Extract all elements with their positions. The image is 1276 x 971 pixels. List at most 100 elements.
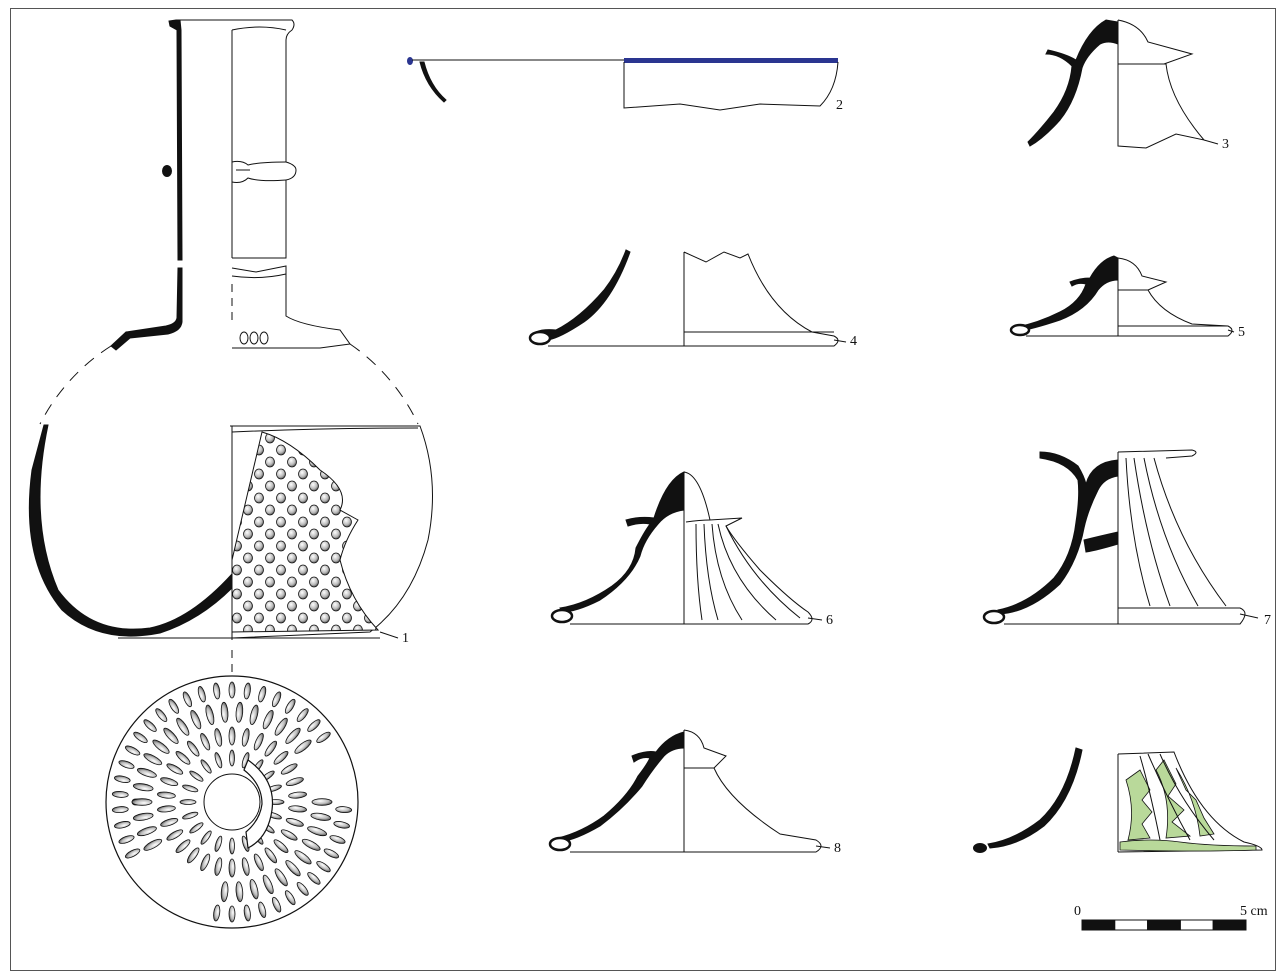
rosette-cell [214,857,223,876]
vessel-7 [982,449,1246,625]
vessel-7-profile-upper [997,451,1119,615]
rosette-cell [249,879,259,900]
rosette-cell [296,708,309,722]
rosette-cell [197,686,206,703]
vessel-3 [1027,19,1206,149]
vessel-1-body-profile [28,424,233,637]
vessel-7-profile-lower [1083,531,1119,553]
rosette-cell [175,839,191,854]
scale-bar-segment [1081,919,1116,931]
rosette-cell [262,874,274,895]
rosette-cell [111,790,129,798]
scale-bar-segment [1212,919,1247,931]
rosette-cell [241,728,250,747]
vessel-6 [550,471,813,625]
rosette-cell [118,835,135,844]
rosette-cell [284,698,296,714]
rosette-cell [132,783,154,792]
rosette-cell [258,901,267,918]
rosette-cell [335,806,353,814]
rosette-cell [131,798,153,806]
rosette-cell [243,682,251,700]
vessel-1-body-reconstruction [39,343,419,425]
vessel-6-foot-ring [550,608,574,624]
vessel-1-neck-lower-profile [110,267,183,351]
rosette-cell [273,750,289,765]
rosette-cell [160,818,179,827]
vessel-6-ribs [685,519,801,621]
label-2: 2 [836,98,843,113]
rosette-cell [166,763,184,775]
vessel-5-foot-ring [1009,323,1031,337]
vessel-6-profile [559,471,685,613]
label-5: 5 [1238,325,1245,340]
label-6: 6 [826,613,833,628]
vessel-1-neck-dots [239,331,269,345]
rosette-cell [285,727,301,744]
rosette-cell [241,857,250,876]
rosette-cell [262,709,274,730]
rosette-cell [182,784,199,793]
rosette-cell [249,704,259,725]
rosette-cell [316,731,331,744]
rosette-cell [301,838,321,851]
rosette-cell [228,905,236,923]
vessel-5-profile [1011,255,1119,333]
vessel-3-profile [1027,19,1119,147]
rosette-cell [243,904,251,922]
rosette-cell [205,704,215,725]
label-3: 3 [1222,137,1229,152]
rosette-cell [168,698,180,714]
vessel-1-trail-view [231,160,287,183]
rosette-cell [235,881,244,903]
rosette-cell [166,829,184,841]
rosette-cell [253,732,264,751]
rosette-cell [307,826,328,837]
vessel-green-profile [987,747,1083,849]
vessel-7-ribs [1125,457,1227,607]
rosette-cell [214,728,223,747]
rosette-cell [294,739,312,754]
rosette-cell [307,719,321,732]
vessel-green-decoration [1119,753,1257,852]
rosette-cell [143,753,163,766]
rosette-cell [163,727,179,744]
rosette-cell [294,850,312,865]
rosette-cell [228,681,236,699]
rosette-cell [333,821,350,829]
rosette-cell [132,812,154,821]
vessel-8-foot-ring [548,836,572,852]
rosette-cell [311,798,333,806]
rosette-cell [179,799,197,805]
vessel-5-outline [1026,257,1233,337]
rosette-cell [316,860,331,873]
rosette-cell [288,805,307,813]
rosette-cell [310,812,332,821]
vessel-2-rim-blue-dot [407,57,413,65]
vessel-7-foot-ring [982,609,1006,625]
rosette-cell [229,749,235,767]
vessel-green-outline [1117,751,1263,853]
rosette-cell [258,686,267,703]
rosette-cell [190,709,202,730]
vessel-6-outline [570,471,813,625]
rosette-cell [280,829,298,841]
vessel-1-flask [28,19,433,929]
rosette-cell [118,760,135,769]
rosette-cell [157,791,176,799]
rosette-cell [307,872,321,885]
vessel-2-bowl [407,57,839,111]
rosette-cell [124,848,141,859]
scale-bar: 0 5 cm [1074,904,1268,931]
rosette-cell [200,830,212,845]
label-1: 1 [402,631,409,646]
vessel-1-pontil-mark [243,759,274,849]
rosette-cell [296,882,309,896]
vessel-3-inner-lip [1099,27,1119,45]
rosette-cell [186,847,200,864]
rosette-cell [143,719,157,732]
rosette-cell [114,821,131,829]
rosette-cell [160,777,179,786]
rosette-cell [114,775,131,783]
rosette-cell [323,848,340,859]
